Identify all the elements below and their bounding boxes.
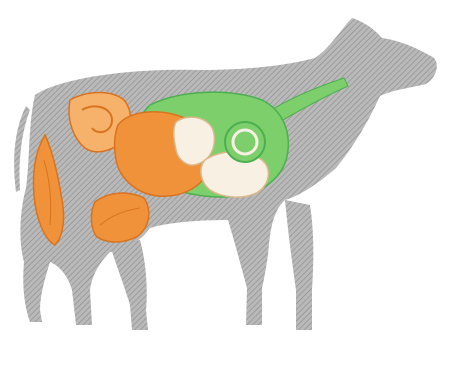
spleen <box>91 193 148 242</box>
reticulum <box>225 122 265 162</box>
